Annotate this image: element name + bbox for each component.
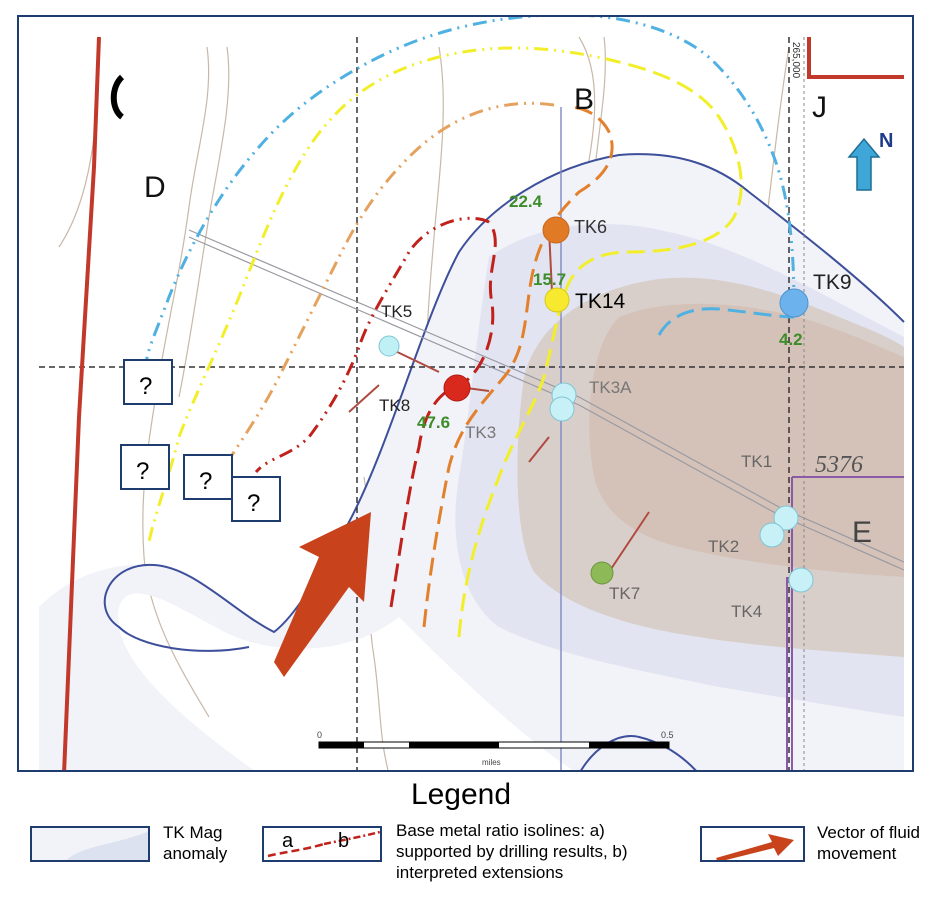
well-label-tk7: TK7 — [609, 584, 640, 603]
well-value-tk6: 22.4 — [509, 192, 543, 211]
north-arrow-icon — [847, 137, 881, 191]
legend-mag-label: TK Mag anomaly — [163, 823, 228, 863]
isoline-blue — [657, 307, 795, 336]
scale-start: 0 — [317, 730, 322, 740]
cover-box — [131, 75, 191, 125]
legend-isoline-label: Base metal ratio isolines: a) supported … — [396, 820, 696, 883]
anomaly-outline — [103, 153, 905, 652]
region-label-b: B — [574, 83, 594, 116]
legend-isoline-line2: supported by drilling results, b) — [396, 842, 628, 861]
well-label-tk6: TK6 — [574, 217, 607, 237]
unknown-mark-1: ? — [139, 373, 152, 400]
legend-vector-label: Vector of fluid movement — [817, 822, 947, 864]
legend-isoline-line3: interpreted extensions — [396, 863, 564, 882]
map-canvas: 0 0.5 miles 265,000 5376 D B J E N ? ? ?… — [39, 17, 905, 770]
well-tk7[interactable] — [590, 561, 614, 585]
isoline-blue-ext — [144, 17, 796, 368]
property-boundary — [62, 36, 904, 770]
unknown-mark-2: ? — [136, 458, 149, 485]
legend-isoline-line1: Base metal ratio isolines: a) — [396, 821, 605, 840]
legend-title: Legend — [410, 778, 512, 811]
region-label-j: J — [812, 91, 827, 124]
legend-vector-swatch — [700, 826, 805, 862]
legend-vector-line1: Vector of fluid — [817, 823, 921, 842]
grid-label: 265,000 — [790, 42, 801, 79]
parenthesis-mark — [110, 74, 125, 120]
well-value-tk14: 15.7 — [533, 270, 566, 289]
region-label-e: E — [852, 516, 872, 549]
legend-mag-swatch — [30, 826, 150, 862]
scale-unit: miles — [482, 758, 501, 767]
anomaly-outline-south — [580, 735, 697, 770]
grid-lines — [39, 37, 904, 770]
north-label: N — [879, 130, 893, 152]
well-tk3[interactable] — [549, 396, 575, 422]
fluid-vector-arrow — [274, 512, 371, 677]
legend-vector-line2: movement — [817, 844, 897, 863]
isoline-yellow — [457, 60, 743, 638]
well-tk6[interactable] — [542, 216, 570, 244]
isoline-orange — [422, 105, 614, 628]
well-label-tk2: TK2 — [708, 537, 739, 556]
well-tk9[interactable] — [779, 288, 809, 318]
legend-isoline-swatch: a b — [262, 826, 382, 862]
unknown-mark-3: ? — [199, 468, 212, 495]
well-label-tk9: TK9 — [813, 271, 852, 294]
well-label-tk5: TK5 — [381, 302, 412, 321]
region-label-d: D — [144, 171, 166, 204]
parcel-label: 5376 — [815, 452, 863, 478]
well-value-tk8: 47.6 — [417, 413, 450, 432]
well-label-tk1: TK1 — [741, 452, 772, 471]
well-value-tk9: 4.2 — [779, 330, 803, 349]
well-label-tk8: TK8 — [379, 396, 410, 415]
well-tk1[interactable] — [773, 505, 799, 531]
unknown-markers — [120, 359, 281, 522]
well-label-tk3a: TK3A — [589, 378, 632, 397]
well-tk2[interactable] — [759, 522, 785, 548]
well-label-tk3: TK3 — [465, 423, 496, 442]
well-label-tk4: TK4 — [731, 602, 762, 621]
mag-swatch-shape — [32, 828, 148, 860]
unknown-mark-4: ? — [247, 490, 260, 517]
scale-end: 0.5 — [661, 730, 674, 740]
isoline-tan-ext — [222, 101, 555, 468]
vector-swatch-arrow-icon — [716, 834, 794, 860]
well-tk8[interactable] — [443, 374, 471, 402]
well-tk5[interactable] — [378, 335, 400, 357]
well-label-tk14: TK14 — [575, 290, 626, 313]
well-tk4[interactable] — [788, 567, 814, 593]
legend-isoline-b: b — [338, 830, 350, 852]
map-frame: 0 0.5 miles 265,000 5376 D B J E N ? ? ?… — [17, 15, 914, 772]
well-tk14[interactable] — [544, 287, 570, 313]
isoline-yellow-ext — [147, 46, 620, 543]
legend-isoline-a: a — [282, 830, 294, 852]
isoline-swatch-shape — [267, 830, 380, 858]
scale-bar — [318, 741, 670, 749]
